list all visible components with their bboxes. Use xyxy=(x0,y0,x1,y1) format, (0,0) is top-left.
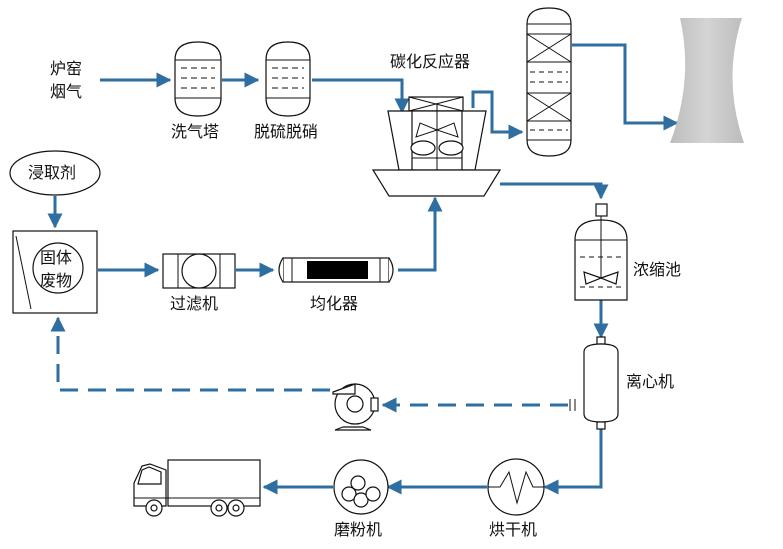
centrifuge-to-dryer-arrow xyxy=(543,428,603,495)
scrubber-label: 洗气塔 xyxy=(171,122,220,141)
reactor-to-thickener-arrow xyxy=(500,182,609,200)
filter-unit xyxy=(162,253,236,289)
leaching-agent-ellipse xyxy=(9,150,101,196)
truck-icon xyxy=(133,459,261,517)
scrubber-vessel xyxy=(174,41,222,117)
packed-column xyxy=(526,7,572,157)
solid-waste-label-line2: 废物 xyxy=(40,271,73,290)
flue-gas-label-line2: 烟气 xyxy=(50,82,83,101)
cooling-tower-icon xyxy=(670,18,744,143)
mill-label: 磨粉机 xyxy=(334,520,383,539)
solid-waste-unit xyxy=(12,230,98,314)
desulfurization-vessel xyxy=(265,41,311,117)
desulf-to-reactor-arrow xyxy=(312,78,410,114)
flue-gas-label-line1: 炉窑 xyxy=(50,59,83,78)
homogenizer-to-reactor-arrow xyxy=(398,196,443,272)
column-to-stack-arrow xyxy=(572,43,679,131)
mill-unit xyxy=(333,459,389,515)
leaching-agent-label: 浸取剂 xyxy=(28,163,77,182)
dryer-label: 烘干机 xyxy=(489,520,538,539)
pump-to-solid-waste-arrow xyxy=(50,316,330,392)
thickener-label: 浓缩池 xyxy=(633,260,682,279)
pump-icon xyxy=(332,383,379,431)
carbonation-reactor-label: 碳化反应器 xyxy=(390,52,471,71)
filter-label: 过滤机 xyxy=(170,294,219,313)
homogenizer-label: 均化器 xyxy=(310,294,359,313)
centrifuge-label: 离心机 xyxy=(626,372,675,391)
flow-lines xyxy=(47,43,679,495)
carbonation-reactor xyxy=(371,96,502,197)
solid-waste-label-line1: 固体 xyxy=(40,248,73,267)
centrifuge-vessel xyxy=(569,336,619,430)
desulfurization-label: 脱硫脱硝 xyxy=(254,122,319,141)
homogenizer-unit xyxy=(278,257,394,283)
reactor-to-column-arrow xyxy=(471,90,524,140)
heat-exchanger-icon xyxy=(487,458,545,516)
thickener-tank xyxy=(574,203,628,301)
